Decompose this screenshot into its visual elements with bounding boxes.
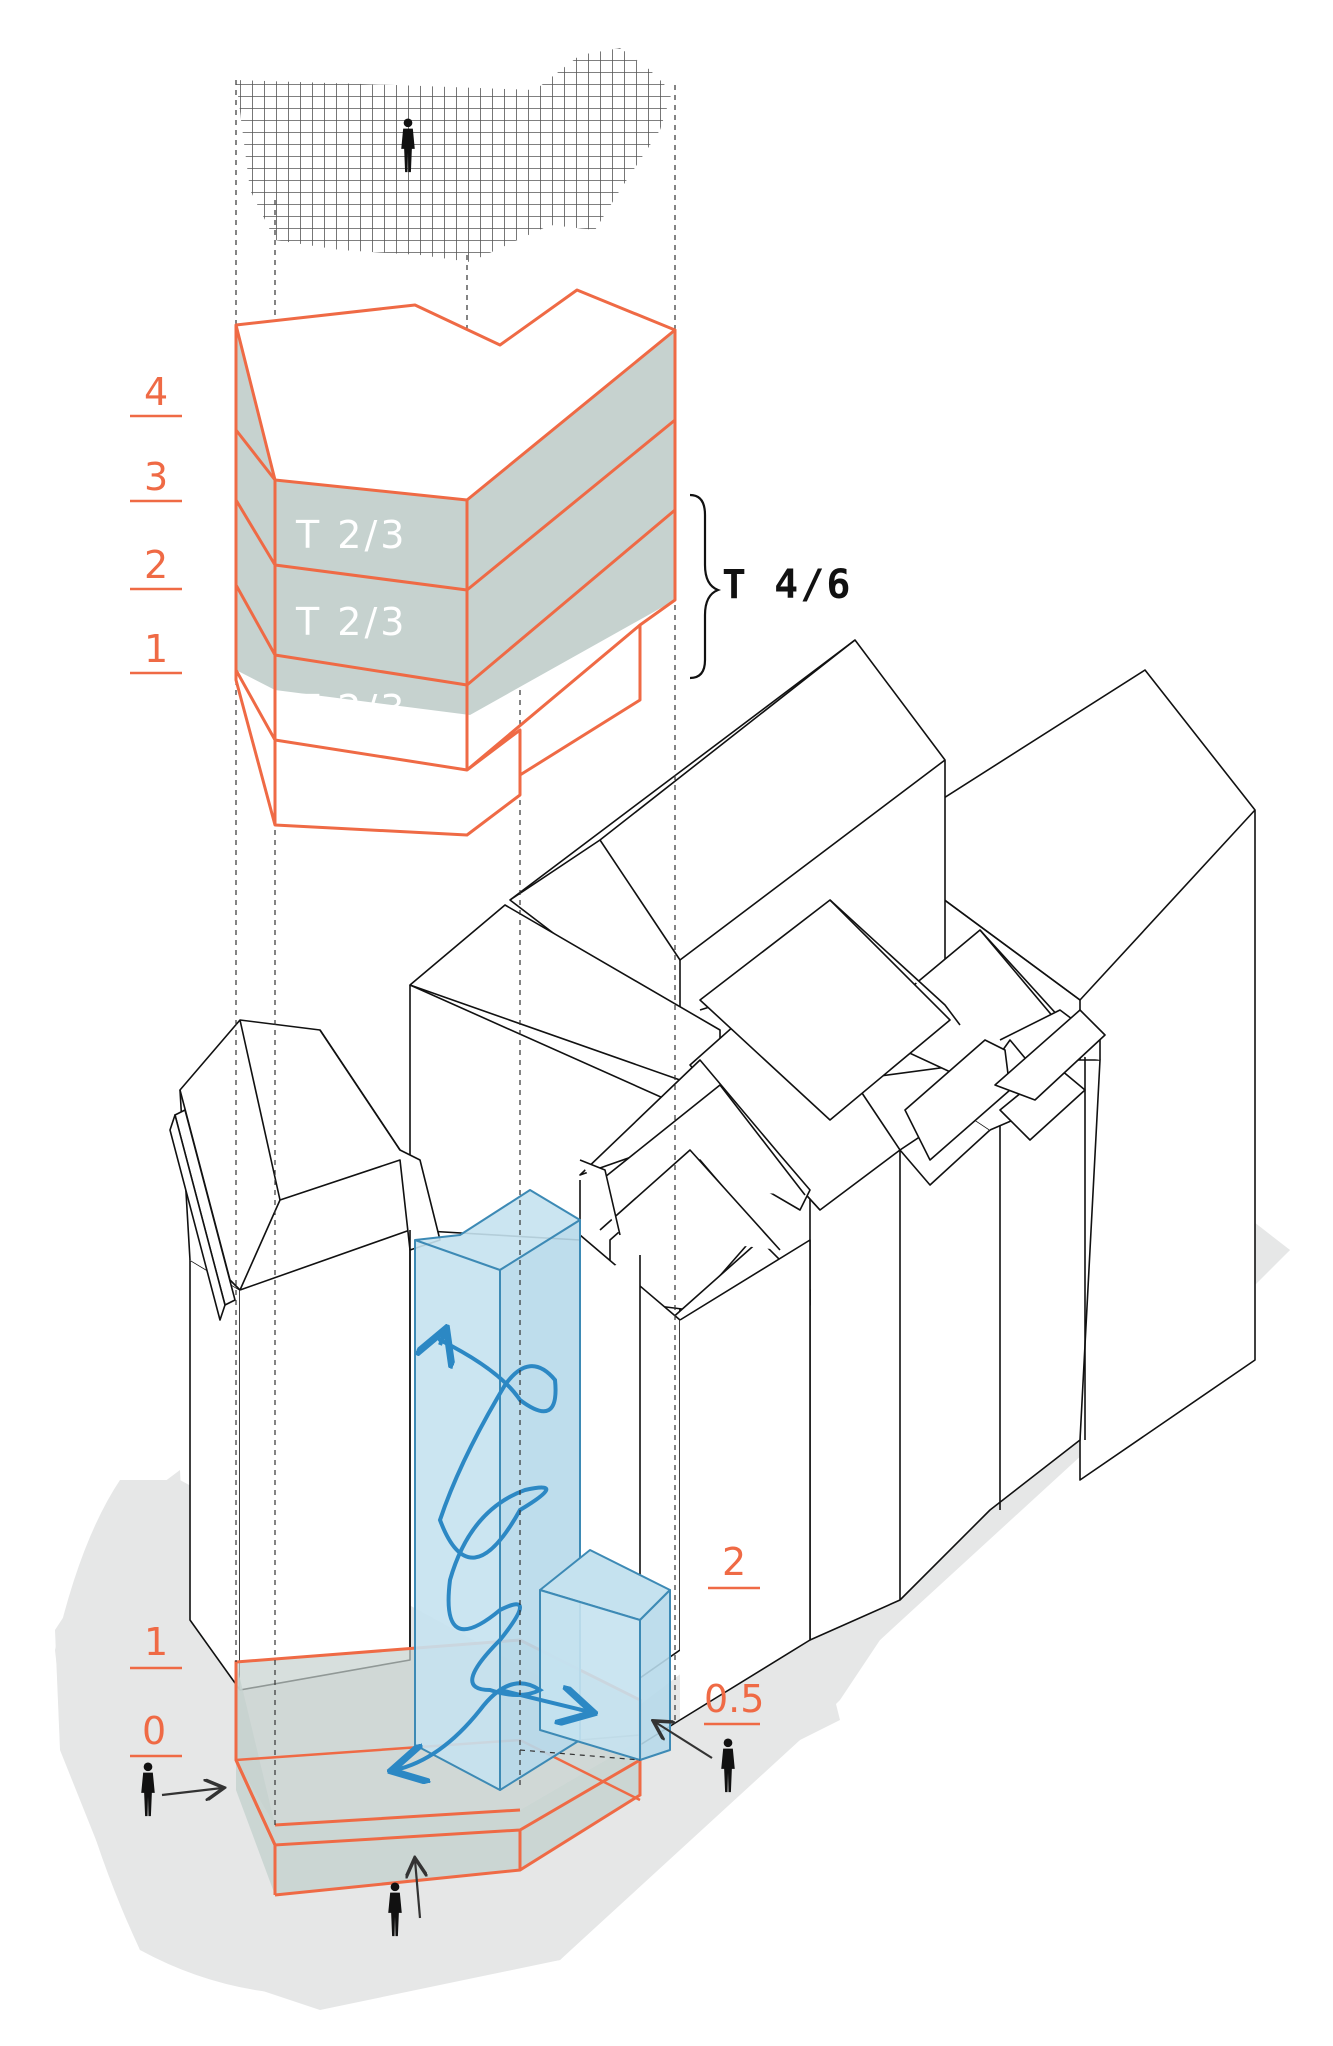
level-label-1: 1 — [144, 627, 168, 671]
side-label-2: 2 — [722, 1540, 746, 1584]
floor-tag-4: T 2/3 — [295, 513, 407, 557]
spiral-circulation-icon — [395, 1338, 558, 1770]
arrow-icon-right — [655, 1722, 713, 1759]
level-label-4: 4 — [144, 370, 168, 414]
circulation-arrow-icon — [498, 1690, 590, 1712]
side-label-half: 0.5 — [704, 1677, 764, 1721]
bracket — [689, 493, 722, 680]
ground-label-0: 0 — [142, 1709, 166, 1753]
floor-tag-1: T 1/2 — [291, 768, 403, 812]
level-label-2: 2 — [144, 543, 168, 587]
ground-label-1: 1 — [144, 1620, 168, 1664]
arrow-icon-left — [161, 1788, 222, 1795]
floor-tag-2: T 2/3 — [295, 687, 407, 731]
bracket-label: T 4/6 — [722, 562, 852, 608]
circulation-arrow-start-icon — [440, 1332, 445, 1345]
ground-level-labels: 1 0 2 0.5 — [130, 1540, 764, 1758]
upper-level-labels: 4 3 2 1 — [130, 370, 182, 675]
arrow-icon-bottom — [415, 1860, 420, 1919]
floor-tag-3: T 2/3 — [295, 600, 407, 644]
floor-stack — [234, 288, 677, 837]
level-label-3: 3 — [144, 455, 168, 499]
grid-roof-icon — [236, 48, 672, 262]
neighbour-buildings — [169, 639, 1256, 1746]
